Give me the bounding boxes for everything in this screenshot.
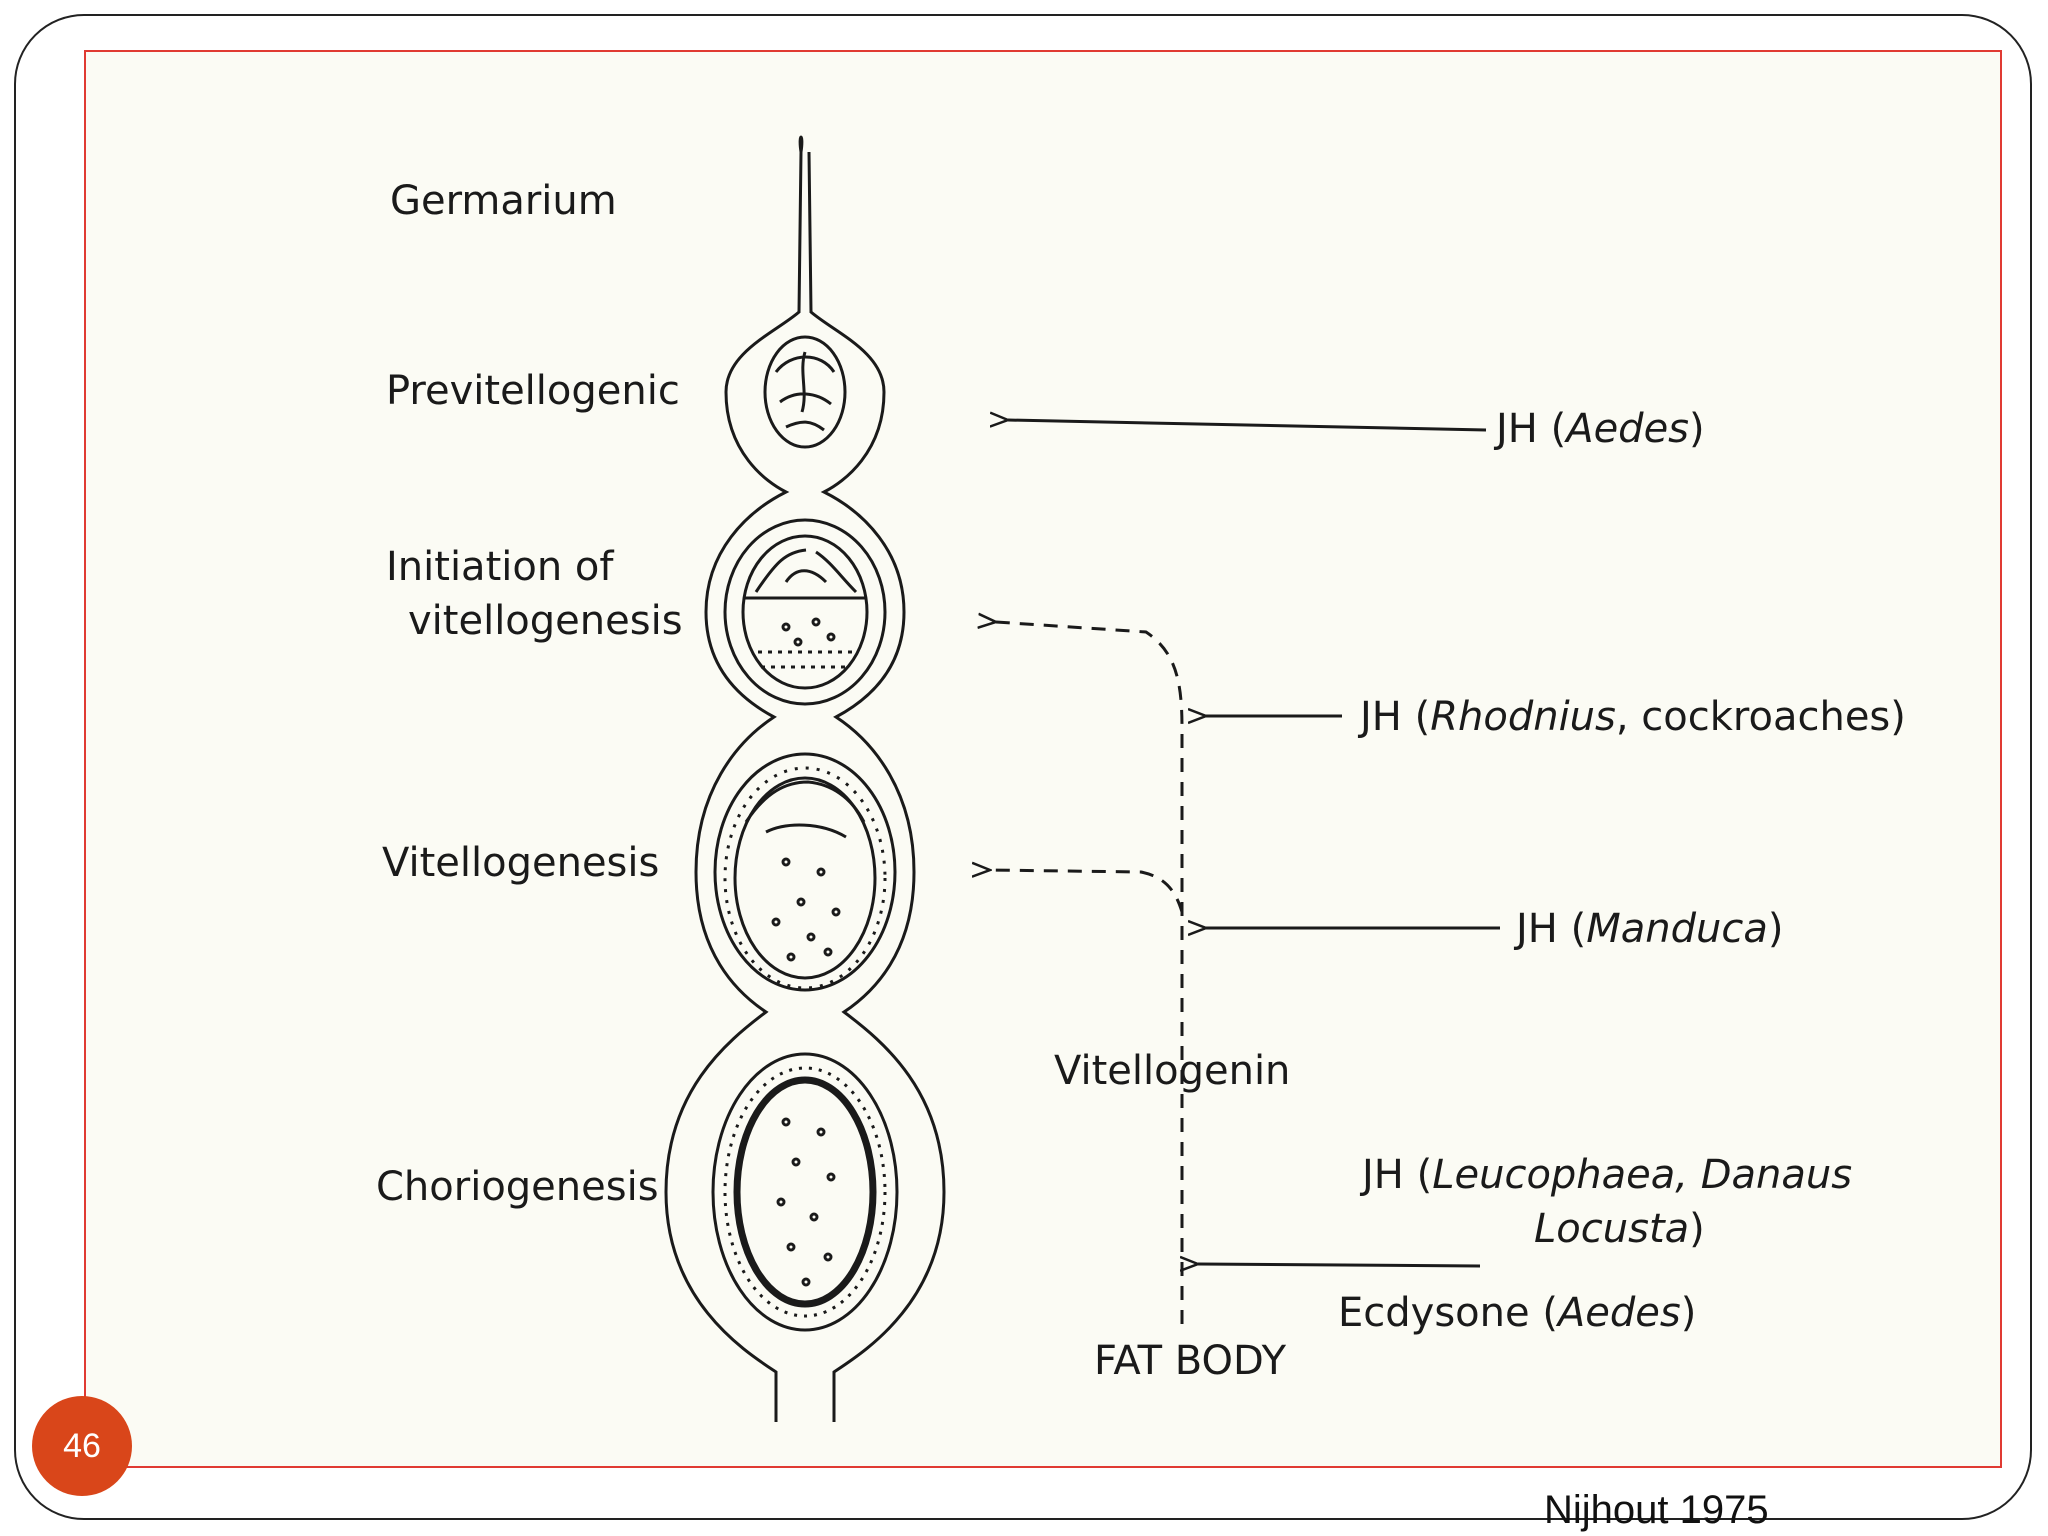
vitellogenin-pathway (990, 622, 1184, 1324)
label-choriogenesis: Choriogenesis (376, 1164, 659, 1210)
label-germarium: Germarium (390, 178, 617, 224)
arrow-jh-aedes (1008, 420, 1487, 432)
label-previtellogenic: Previtellogenic (386, 368, 680, 414)
choriogenesis-oocyte (711, 1052, 899, 1332)
label-ecdysone: Ecdysone (Aedes) (1338, 1290, 1696, 1336)
ovariole-diagram: Germarium Previtellogenic Initiation of … (84, 50, 2002, 1468)
arrow-jh-ecdysone (1198, 1264, 1481, 1266)
label-jh-leucophaea: JH (Leucophaea, Danaus (1359, 1152, 1852, 1198)
vitellogenesis-oocyte (713, 752, 897, 992)
label-fat-body: FAT BODY (1094, 1338, 1287, 1384)
initiation-oocyte (723, 518, 887, 706)
label-jh-manduca: JH (Manduca) (1513, 906, 1783, 952)
label-vitellogenesis: Vitellogenesis (382, 840, 659, 886)
label-vitellogenin: Vitellogenin (1054, 1048, 1290, 1094)
label-jh-aedes: JH (Aedes) (1493, 406, 1705, 452)
label-jh-locusta: Locusta) (1534, 1206, 1705, 1252)
label-initiation-line1: Initiation of (386, 544, 614, 590)
previtellogenic-oocyte (763, 335, 847, 449)
label-initiation-line2: vitellogenesis (408, 598, 683, 644)
citation: Nijhout 1975 (1544, 1488, 1769, 1532)
ovariole-outline (664, 135, 946, 1422)
slide-number-badge: 46 (32, 1396, 132, 1496)
label-jh-rhodnius: JH (Rhodnius, cockroaches) (1357, 694, 1906, 740)
hormone-arrows (1008, 420, 1500, 1266)
